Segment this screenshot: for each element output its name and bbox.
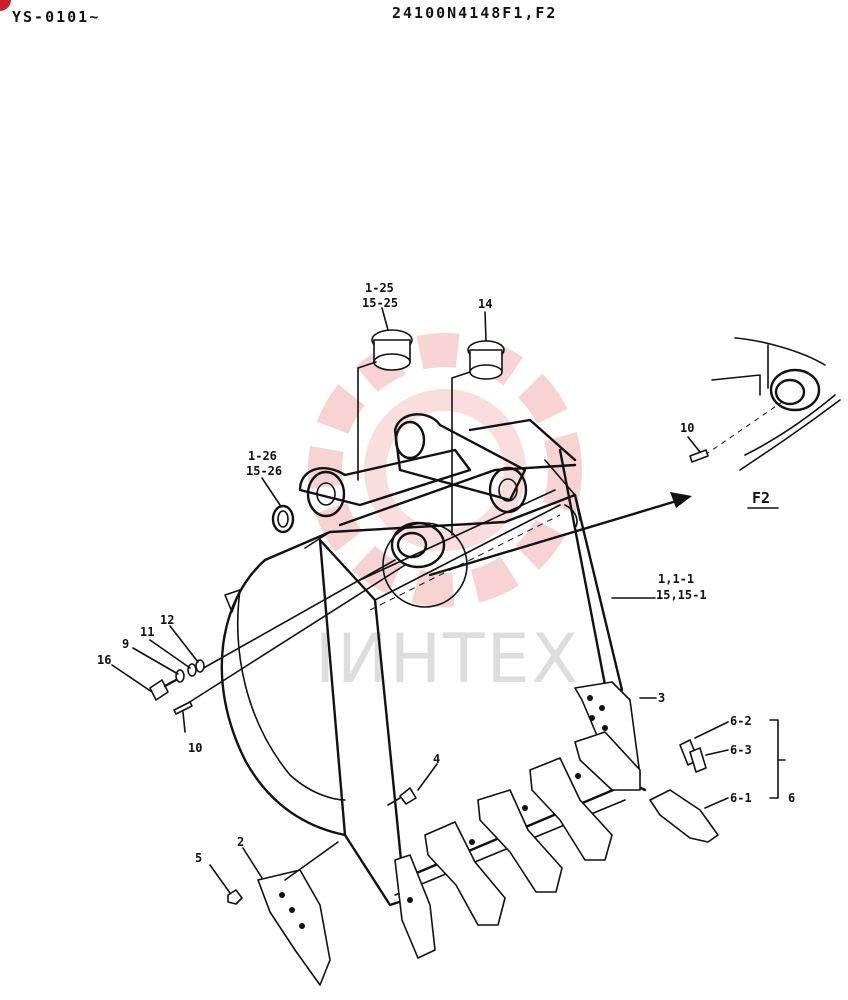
bucket-teeth — [394, 731, 641, 959]
callout-9: 9 — [122, 637, 129, 651]
callout-15-25: 15-25 — [362, 296, 398, 310]
bolt-4 — [387, 787, 417, 806]
bushing-14 — [451, 340, 505, 536]
callout-labels: 1-25 15-25 14 1-26 15-26 1,1-1 15,15-1 3… — [97, 281, 795, 865]
pin-bushing-1-25 — [357, 329, 413, 481]
callout-1-26: 1-26 — [248, 449, 277, 463]
callout-6: 6 — [788, 791, 795, 805]
pin-hardware-left — [149, 559, 406, 715]
callout-10-left: 10 — [188, 741, 202, 755]
watermark-gear-icon — [308, 333, 582, 607]
side-cutter-left — [257, 841, 339, 986]
callout-15-15-1: 15,15-1 — [656, 588, 707, 602]
callout-1-25: 1-25 — [365, 281, 394, 295]
callout-12: 12 — [160, 613, 174, 627]
callout-10-f2: 10 — [680, 421, 694, 435]
callout-16: 16 — [97, 653, 111, 667]
callout-14: 14 — [478, 297, 492, 311]
upper-ears — [298, 413, 578, 608]
view-label-f2: F2 — [752, 489, 770, 507]
leader-lines — [111, 307, 786, 894]
callout-3: 3 — [658, 691, 665, 705]
callout-6-2: 6-2 — [730, 714, 752, 728]
nut-5 — [227, 889, 243, 905]
callout-2: 2 — [237, 835, 244, 849]
callout-1-1-1: 1,1-1 — [658, 572, 694, 586]
serial-range: YS-0101~ — [12, 8, 101, 26]
callout-6-3: 6-3 — [730, 743, 752, 757]
ring-1-26 — [271, 504, 295, 534]
tooth-assembly-exploded — [649, 739, 719, 843]
callout-6-1: 6-1 — [730, 791, 752, 805]
callout-4: 4 — [433, 752, 440, 766]
corner-badge — [0, 0, 11, 11]
watermark-text: IИHTEX — [315, 620, 580, 699]
callout-11: 11 — [140, 625, 154, 639]
callout-15-26: 15-26 — [246, 464, 282, 478]
callout-5: 5 — [195, 851, 202, 865]
detail-view-f2 — [689, 337, 841, 509]
drawing-number: 24100N4148F1,F2 — [392, 4, 558, 22]
